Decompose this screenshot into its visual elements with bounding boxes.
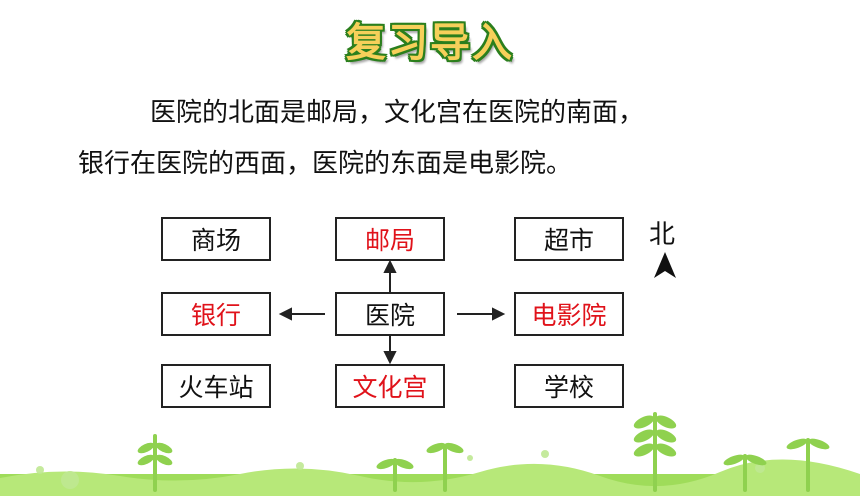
map-box-bank: 银行 (161, 292, 271, 336)
map-box-culture-palace: 文化宫 (335, 364, 445, 408)
north-arrow-icon (654, 252, 676, 278)
description-line-1: 医院的北面是邮局，文化宫在医院的南面， (150, 98, 645, 128)
grass-decoration (0, 412, 860, 496)
map-box-train-station: 火车站 (161, 364, 271, 408)
description-line-2: 银行在医院的西面，医院的东面是电影院。 (78, 149, 573, 179)
map-box-cinema: 电影院 (514, 292, 624, 336)
map-box-supermarket: 超市 (514, 217, 624, 261)
arrow-west (278, 307, 325, 321)
page-title: 复习导入 (346, 20, 514, 66)
north-label: 北 (649, 220, 676, 250)
arrow-south (383, 336, 397, 365)
map-box-mall: 商场 (161, 217, 271, 261)
arrow-north (383, 259, 397, 292)
map-box-hospital: 医院 (335, 292, 445, 336)
map-box-school: 学校 (514, 364, 624, 408)
arrow-east (457, 307, 506, 321)
